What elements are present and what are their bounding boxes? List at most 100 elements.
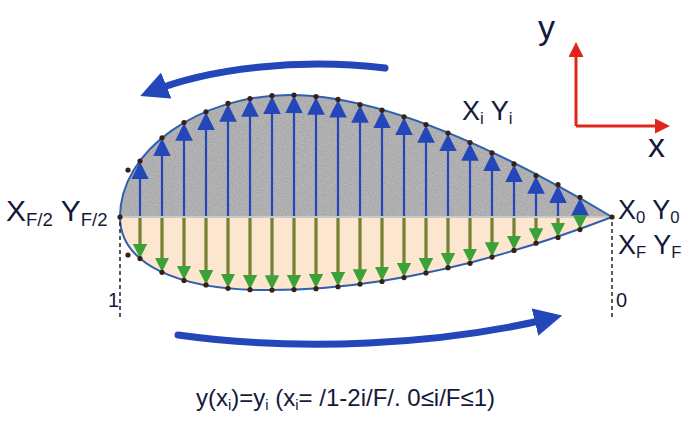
coordinate-mark: 0 bbox=[616, 290, 627, 310]
pressure-arrow bbox=[557, 218, 559, 233]
outline-point bbox=[137, 256, 142, 261]
y-axis bbox=[575, 48, 578, 126]
outline-point bbox=[445, 131, 450, 136]
pressure-arrow bbox=[490, 218, 493, 253]
guide-line bbox=[119, 222, 121, 318]
point-label: XF YF bbox=[618, 232, 682, 259]
outline-point bbox=[203, 109, 208, 114]
formula-caption: y(xi)=yi (xi= /1-2i/F/. 0≤i/F≤1) bbox=[196, 386, 495, 410]
pressure-arrow bbox=[535, 181, 537, 216]
pressure-arrow bbox=[161, 218, 163, 268]
pressure-arrow bbox=[513, 169, 515, 216]
pressure-arrow bbox=[557, 190, 559, 216]
outline-point bbox=[117, 214, 122, 219]
outline-point bbox=[159, 270, 164, 275]
pressure-arrow bbox=[270, 218, 273, 286]
chord-line bbox=[120, 216, 612, 218]
outline-point bbox=[379, 279, 384, 284]
outline-point bbox=[401, 114, 406, 119]
pressure-arrow bbox=[402, 218, 405, 274]
outline-point bbox=[335, 284, 340, 289]
outline-point bbox=[181, 278, 186, 283]
outline-point bbox=[125, 252, 130, 257]
airfoil-outline bbox=[120, 95, 612, 290]
pressure-arrow bbox=[403, 122, 405, 216]
outline-point bbox=[313, 94, 318, 99]
pressure-arrow bbox=[446, 218, 449, 264]
outline-point bbox=[225, 101, 230, 106]
pressure-arrow bbox=[314, 218, 317, 285]
axis-label: y bbox=[538, 10, 555, 44]
outline-point bbox=[357, 102, 362, 107]
pressure-arrow bbox=[182, 218, 185, 276]
outline-point bbox=[511, 161, 516, 166]
pressure-arrow bbox=[249, 218, 251, 286]
point-label: X0 Y0 bbox=[618, 197, 680, 224]
point-label: XF/2 YF/2 bbox=[6, 196, 108, 226]
pressure-arrow bbox=[161, 143, 163, 216]
pressure-arrow bbox=[139, 218, 141, 255]
pressure-arrow bbox=[205, 218, 207, 281]
pressure-arrow bbox=[491, 218, 493, 253]
outline-point bbox=[269, 93, 274, 98]
outline-point bbox=[291, 287, 296, 292]
outline-point bbox=[203, 282, 208, 287]
outline-point bbox=[577, 227, 582, 232]
pressure-arrow bbox=[447, 138, 449, 216]
pressure-arrow bbox=[447, 218, 449, 264]
pressure-arrow bbox=[579, 218, 581, 226]
outline-point bbox=[159, 135, 164, 140]
point-label: Xi Yi bbox=[462, 98, 512, 125]
pressure-arrow bbox=[579, 202, 581, 216]
pressure-arrow bbox=[138, 218, 141, 255]
outline-point bbox=[577, 195, 582, 200]
pressure-arrow bbox=[556, 218, 559, 233]
outline-point bbox=[489, 255, 494, 260]
pressure-arrow bbox=[425, 129, 427, 216]
pressure-arrow bbox=[337, 104, 339, 216]
outline-point bbox=[533, 241, 538, 246]
pressure-arrow bbox=[293, 100, 295, 216]
pressure-arrow bbox=[424, 218, 427, 269]
pressure-arrow bbox=[315, 218, 317, 285]
pressure-arrow bbox=[204, 218, 207, 281]
guide-line bbox=[611, 222, 613, 318]
outline-point bbox=[137, 159, 142, 164]
outline-point bbox=[181, 120, 186, 125]
outline-point bbox=[423, 270, 428, 275]
pressure-arrow bbox=[491, 158, 493, 216]
flow-arrow bbox=[150, 64, 385, 92]
pressure-arrow bbox=[469, 148, 471, 216]
pressure-arrow bbox=[578, 218, 581, 226]
pressure-arrow bbox=[315, 102, 317, 216]
upper-texture bbox=[120, 95, 612, 217]
outline-point bbox=[555, 235, 560, 240]
pressure-arrow bbox=[403, 218, 405, 274]
pressure-arrow bbox=[359, 218, 361, 280]
pressure-arrow bbox=[227, 108, 229, 216]
outline-point bbox=[225, 286, 230, 291]
outline-point bbox=[445, 265, 450, 270]
outline-point bbox=[609, 214, 614, 219]
outline-point bbox=[269, 287, 274, 292]
pressure-arrow bbox=[205, 117, 207, 216]
pressure-arrow bbox=[227, 218, 229, 284]
pressure-arrow bbox=[183, 127, 185, 216]
coordinate-mark: 1 bbox=[108, 290, 119, 310]
outline-point bbox=[379, 108, 384, 113]
flow-arrow bbox=[178, 318, 552, 344]
pressure-arrow bbox=[512, 218, 515, 246]
pressure-arrow bbox=[226, 218, 229, 284]
outline-point bbox=[467, 140, 472, 145]
outline-point bbox=[125, 167, 130, 172]
pressure-arrow bbox=[336, 218, 339, 283]
pressure-arrow bbox=[293, 218, 295, 286]
outline-point bbox=[423, 122, 428, 127]
pressure-arrow bbox=[425, 218, 427, 269]
outline-point bbox=[533, 173, 538, 178]
pressure-arrow bbox=[271, 101, 273, 216]
outline-point bbox=[313, 286, 318, 291]
pressure-arrow bbox=[381, 218, 383, 278]
pressure-arrow bbox=[359, 110, 361, 216]
pressure-arrow bbox=[469, 218, 471, 259]
